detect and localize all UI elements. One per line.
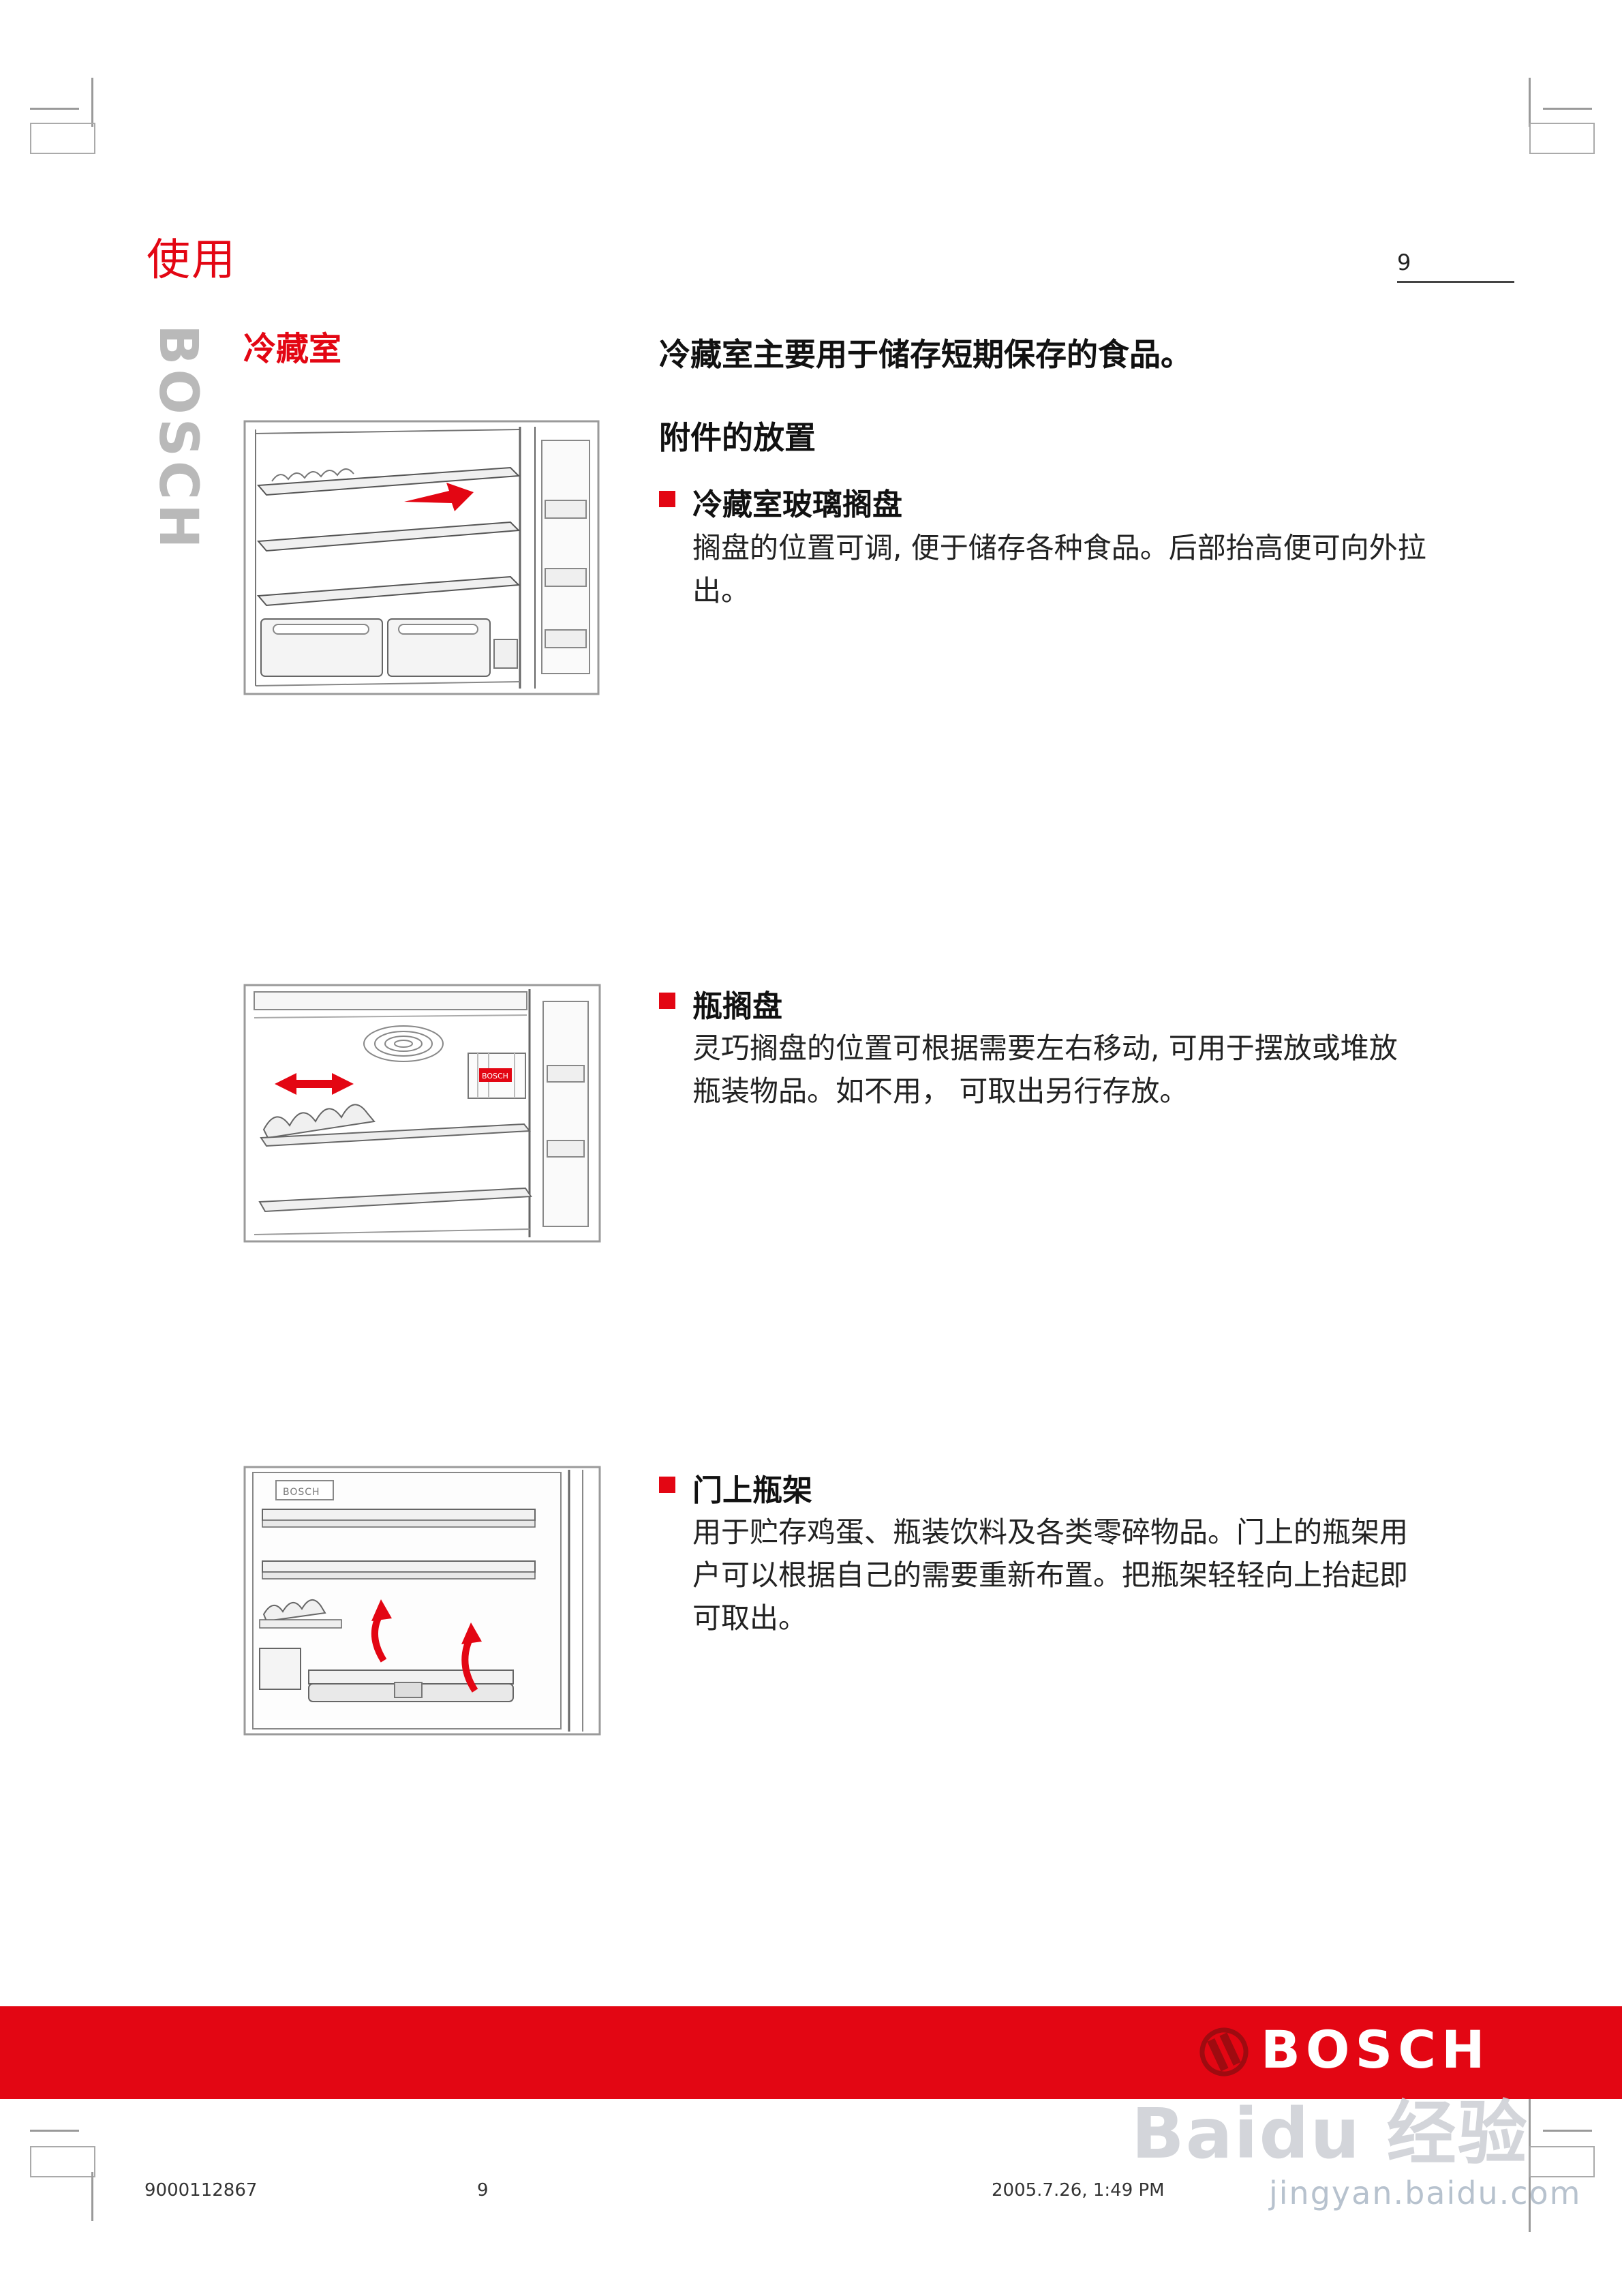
item-body-glass-shelf: 搁盘的位置可调, 便于储存各种食品。后部抬高便可向外拉 出。 [692,531,1426,607]
item-body-door-rack: 用于贮存鸡蛋、瓶装饮料及各类零碎物品。门上的瓶架用 户可以根据自己的需要重新布置… [692,1515,1409,1635]
item-title-bottle-shelf: 瓶搁盘 [692,989,782,1024]
footer-page-number: 9 [477,2180,489,2201]
bosch-mini-label: BOSCH [283,1487,320,1498]
fridge-shelves-drawing-icon [243,420,600,695]
footer-doc-number: 9000112867 [144,2180,258,2201]
item-body-bottle-shelf: 灵巧搁盘的位置可根据需要左右移动, 可用于摆放或堆放 瓶装物品。如不用， 可取出… [692,1031,1398,1108]
red-arrow-icon [404,483,474,511]
crop-mark [30,2130,79,2132]
watermark-title: Baidu 经验 [1131,2094,1529,2175]
watermark-url: jingyan.baidu.com [1269,2175,1582,2211]
page-number-rule [1397,281,1514,283]
bullet-square-icon [659,491,675,507]
footer-timestamp: 2005.7.26, 1:49 PM [992,2180,1165,2201]
bottle-shelf-drawing-icon: BOSCH [243,984,601,1243]
vertical-brand-text: BOSCH [147,324,209,553]
crop-mark [91,2172,93,2221]
red-double-arrow-icon [275,1073,354,1095]
bullet-square-icon [659,993,675,1009]
crop-mark [30,2146,95,2177]
crop-mark [30,108,79,110]
bosch-symbol-icon [1197,2025,1251,2079]
door-rack-drawing-icon: BOSCH [243,1466,601,1736]
footer-brand-text: BOSCH [1261,2019,1490,2080]
illustration-door-bottle-rack: BOSCH [243,1466,601,1736]
crop-mark [1529,2146,1595,2177]
illustration-refrigerator-glass-shelves [243,420,600,695]
footer-bar [0,2006,1622,2099]
page-title: 使用 [147,235,236,286]
page-number-top: 9 [1397,250,1411,275]
bosch-mini-label: BOSCH [482,1072,508,1081]
section-intro: 冷藏室主要用于储存短期保存的食品。 [659,336,1192,373]
accessories-heading: 附件的放置 [659,419,816,456]
item-title-glass-shelf: 冷藏室玻璃搁盘 [692,487,902,522]
crop-mark [91,78,93,127]
bullet-square-icon [659,1477,675,1493]
crop-mark [1543,2130,1592,2132]
crop-mark [30,123,95,154]
section-title: 冷藏室 [243,330,342,368]
crop-mark [1529,123,1595,154]
crop-mark [1543,108,1592,110]
item-title-door-rack: 门上瓶架 [692,1473,812,1508]
crop-mark [1529,78,1531,127]
illustration-bottle-shelf: BOSCH [243,984,601,1243]
